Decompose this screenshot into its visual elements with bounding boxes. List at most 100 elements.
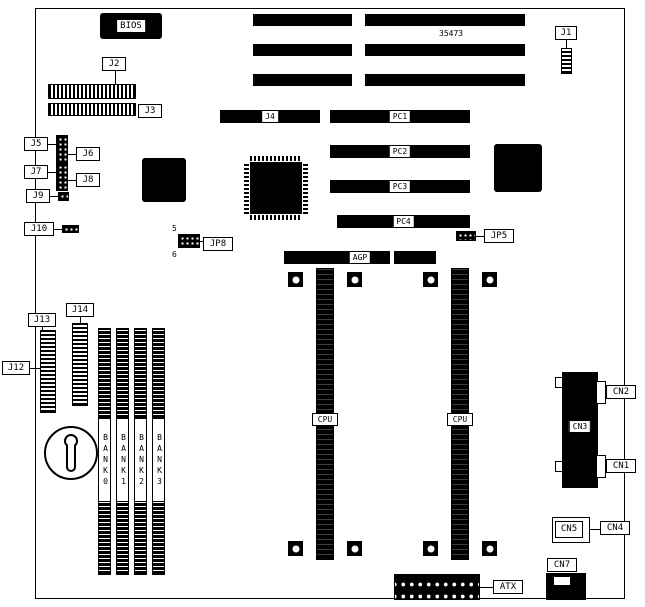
j9-leader	[50, 196, 58, 197]
qfp-pins-bottom	[250, 215, 302, 220]
pci-slot-4-label: PC4	[393, 216, 414, 227]
isa-slot	[365, 14, 525, 26]
j3-label: J3	[138, 104, 162, 118]
qfp-pins-right	[303, 162, 308, 214]
atx-connector	[394, 574, 480, 600]
j5-leader	[48, 144, 56, 145]
cn2-port	[596, 381, 606, 404]
j10-label: J10	[24, 222, 54, 236]
jp8-label: JP8	[203, 237, 233, 251]
cn2-label: CN2	[606, 385, 636, 399]
pci-slot-2-label: PC2	[389, 146, 411, 157]
battery	[44, 426, 98, 480]
cpu2-mounting-hole	[482, 541, 497, 556]
jp8-pin5-text: 5	[172, 224, 177, 233]
j9-jumper	[58, 192, 69, 201]
cn4-label: CN4	[600, 521, 630, 535]
cpu1-mounting-hole	[347, 541, 362, 556]
slot-j4-label: J4	[262, 111, 278, 122]
j9-label: J9	[26, 189, 50, 203]
agp-slot-notch	[390, 251, 394, 264]
cn3-label: CN3	[568, 420, 592, 433]
ic-chip	[494, 144, 542, 192]
isa-slot	[253, 74, 352, 86]
bank2-label: BANK2	[134, 418, 147, 502]
pci-slot-1-label: PC1	[389, 111, 411, 122]
atx-leader	[480, 587, 493, 588]
ic-chip	[142, 158, 186, 202]
cpu1-mounting-hole	[347, 272, 362, 287]
j10-leader	[54, 229, 62, 230]
board-outline	[35, 8, 625, 599]
pci-slot-4: PC4	[337, 215, 470, 228]
j5-j6-jumper-block	[56, 135, 68, 165]
cn7-label: CN7	[547, 558, 577, 572]
j12-leader	[30, 368, 40, 369]
j14-connector	[72, 323, 88, 406]
j8-leader	[68, 180, 76, 181]
cpu2-mounting-hole	[423, 272, 438, 287]
j7-label: J7	[24, 165, 48, 179]
isa-slot	[365, 74, 525, 86]
j2-connector	[48, 84, 136, 99]
j1-label: J1	[555, 26, 577, 40]
j6-label: J6	[76, 147, 100, 161]
cn1-port	[596, 455, 606, 478]
agp-slot-label: AGP	[349, 252, 371, 263]
jp5-label: JP5	[484, 229, 514, 243]
j14-leader	[80, 317, 81, 323]
slot-j4: J4	[220, 110, 320, 123]
cn7-slot	[554, 577, 570, 585]
cn3-connector: CN3	[562, 372, 598, 488]
j2-label: J2	[102, 57, 126, 71]
isa-slot	[365, 44, 525, 56]
battery-key-stem	[66, 445, 76, 472]
j13-connector	[40, 330, 56, 413]
isa-slot	[253, 44, 352, 56]
j1-connector	[561, 48, 572, 74]
pci-slot-3: PC3	[330, 180, 470, 193]
cn1-label: CN1	[606, 459, 636, 473]
cpu2-mounting-hole	[423, 541, 438, 556]
qfp-chip	[244, 156, 308, 220]
cn4-leader	[590, 529, 600, 530]
cpu1-mounting-hole	[288, 541, 303, 556]
jp5-leader	[476, 236, 484, 237]
cpu-slot-1-label: CPU	[312, 413, 338, 426]
atx-label: ATX	[493, 580, 523, 594]
agp-slot: AGP	[284, 251, 436, 264]
cpu-slot-2-label: CPU	[447, 413, 473, 426]
qfp-pins-left	[244, 162, 249, 214]
qfp-pins-top	[250, 156, 302, 161]
j13-label: J13	[28, 313, 56, 327]
bank0-label: BANK0	[98, 418, 111, 502]
cn3-mount-tab	[555, 377, 563, 388]
j7-j8-jumper-block	[56, 163, 68, 191]
j6-leader	[68, 154, 76, 155]
pci-slot-1: PC1	[330, 110, 470, 123]
bios-chip-label: BIOS	[117, 20, 145, 32]
isa-slot	[253, 14, 352, 26]
cn3-mount-tab	[555, 461, 563, 472]
j2-leader	[115, 71, 116, 84]
cpu2-mounting-hole	[482, 272, 497, 287]
j10-jumper	[62, 225, 79, 233]
pci-slot-2: PC2	[330, 145, 470, 158]
cpu1-mounting-hole	[288, 272, 303, 287]
pci-slot-3-label: PC3	[389, 181, 411, 192]
qfp-body	[250, 162, 302, 214]
jp5-jumper	[456, 231, 476, 241]
jp8-pin6-text: 6	[172, 250, 177, 259]
j1-leader	[566, 40, 567, 48]
cn7-connector	[546, 573, 586, 600]
bank3-label: BANK3	[152, 418, 165, 502]
bank1-label: BANK1	[116, 418, 129, 502]
j3-connector	[48, 103, 136, 116]
part-number: 35473	[439, 29, 464, 38]
cn5-label: CN5	[555, 521, 583, 538]
j12-label: J12	[2, 361, 30, 375]
jp8-jumper	[178, 234, 200, 248]
j7-leader	[48, 172, 56, 173]
j13-leader	[42, 327, 43, 330]
